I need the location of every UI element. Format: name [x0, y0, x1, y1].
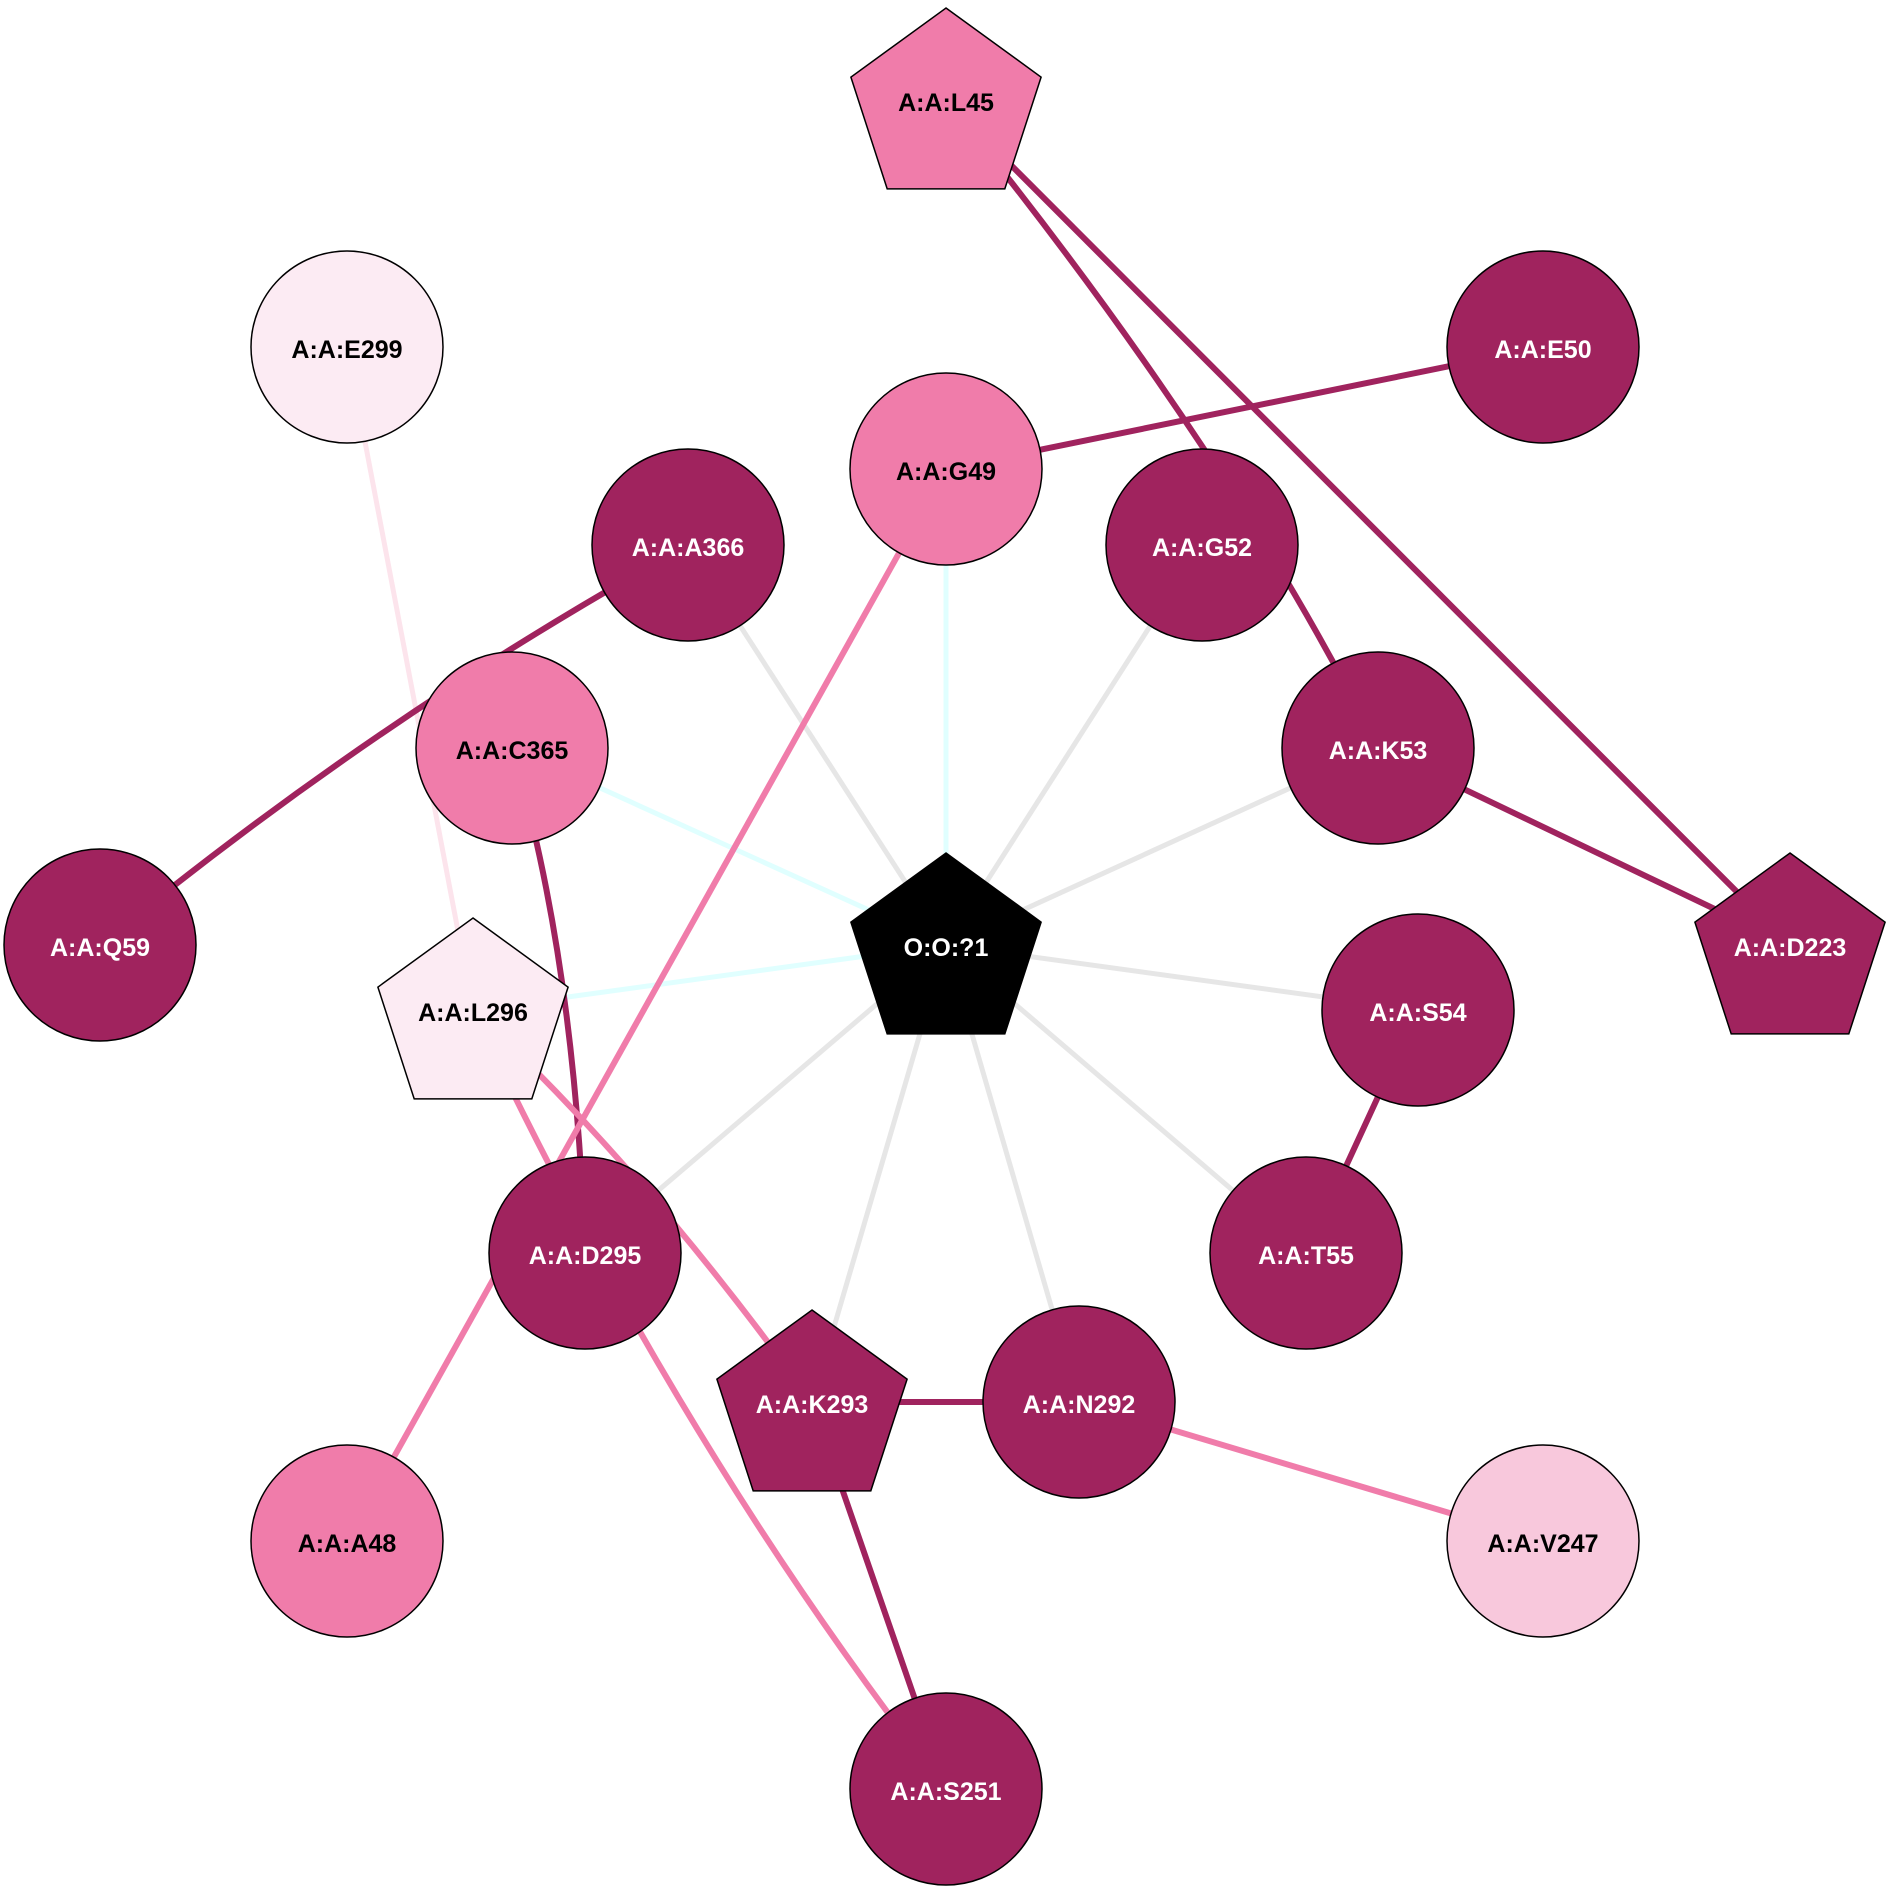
node-shape-circle [982, 1305, 1176, 1499]
node-shape-circle [1446, 1444, 1640, 1638]
node-d223[interactable]: A:A:D223 [1694, 852, 1886, 1035]
node-d295[interactable]: A:A:D295 [488, 1156, 682, 1350]
node-l45[interactable]: A:A:L45 [850, 7, 1042, 190]
node-label: A:A:T55 [1258, 1242, 1354, 1270]
node-label: A:A:L45 [898, 89, 994, 117]
node-label: A:A:K293 [756, 1391, 869, 1419]
node-g52[interactable]: A:A:G52 [1105, 448, 1299, 642]
edge-g49-e50 [945, 344, 1544, 472]
edge-l45-d223 [943, 97, 1793, 948]
node-k293[interactable]: A:A:K293 [716, 1309, 908, 1492]
node-label: A:A:L296 [418, 999, 528, 1027]
node-shape-circle [250, 250, 444, 444]
node-shape-circle [849, 372, 1043, 566]
node-label: A:A:A48 [298, 1530, 397, 1558]
edge-e299-l296 [344, 346, 476, 1011]
node-t55[interactable]: A:A:T55 [1209, 1156, 1403, 1350]
edge-a366-q59 [98, 542, 690, 948]
node-label: A:A:V247 [1487, 1530, 1598, 1558]
node-shape-pentagon [377, 917, 569, 1100]
node-k53[interactable]: A:A:K53 [1281, 651, 1475, 845]
node-shape-pentagon [1694, 852, 1886, 1035]
node-c365[interactable]: A:A:C365 [415, 651, 609, 845]
node-shape-circle [1321, 913, 1515, 1107]
node-shape-circle [415, 651, 609, 845]
node-g49[interactable]: A:A:G49 [849, 372, 1043, 566]
node-s251[interactable]: A:A:S251 [849, 1692, 1043, 1886]
node-label: A:A:G52 [1152, 534, 1252, 562]
node-l296[interactable]: A:A:L296 [377, 917, 569, 1100]
node-a48[interactable]: A:A:A48 [250, 1444, 444, 1638]
edge-g49-a48 [344, 467, 949, 1543]
node-shape-circle [1446, 250, 1640, 444]
node-label: A:A:G49 [896, 458, 996, 486]
node-shape-circle [3, 848, 197, 1042]
node-shape-circle [250, 1444, 444, 1638]
node-label: A:A:E50 [1494, 336, 1591, 364]
node-label: A:A:D295 [529, 1242, 642, 1270]
node-shape-circle [591, 448, 785, 642]
node-shape-pentagon [850, 852, 1042, 1035]
node-o1[interactable]: O:O:?1 [850, 852, 1042, 1035]
node-s54[interactable]: A:A:S54 [1321, 913, 1515, 1107]
node-label: A:A:Q59 [50, 934, 150, 962]
node-shape-pentagon [716, 1309, 908, 1492]
node-e50[interactable]: A:A:E50 [1446, 250, 1640, 444]
node-label: A:A:S251 [890, 1778, 1001, 1806]
node-label: A:A:C365 [456, 737, 569, 765]
node-q59[interactable]: A:A:Q59 [3, 848, 197, 1042]
node-label: A:A:N292 [1023, 1391, 1136, 1419]
node-label: A:A:K53 [1329, 737, 1428, 765]
node-shape-circle [849, 1692, 1043, 1886]
node-shape-circle [488, 1156, 682, 1350]
node-e299[interactable]: A:A:E299 [250, 250, 444, 444]
node-label: A:A:A366 [632, 534, 745, 562]
node-shape-pentagon [850, 7, 1042, 190]
node-a366[interactable]: A:A:A366 [591, 448, 785, 642]
node-label: A:A:D223 [1734, 934, 1847, 962]
node-label: O:O:?1 [904, 934, 989, 962]
edge-l45-k53 [943, 98, 1381, 750]
node-label: A:A:E299 [291, 336, 402, 364]
edge-l296-s251 [470, 1008, 949, 1791]
node-label: A:A:S54 [1369, 999, 1466, 1027]
node-n292[interactable]: A:A:N292 [982, 1305, 1176, 1499]
node-shape-circle [1281, 651, 1475, 845]
node-shape-circle [1105, 448, 1299, 642]
node-shape-circle [1209, 1156, 1403, 1350]
node-v247[interactable]: A:A:V247 [1446, 1444, 1640, 1638]
